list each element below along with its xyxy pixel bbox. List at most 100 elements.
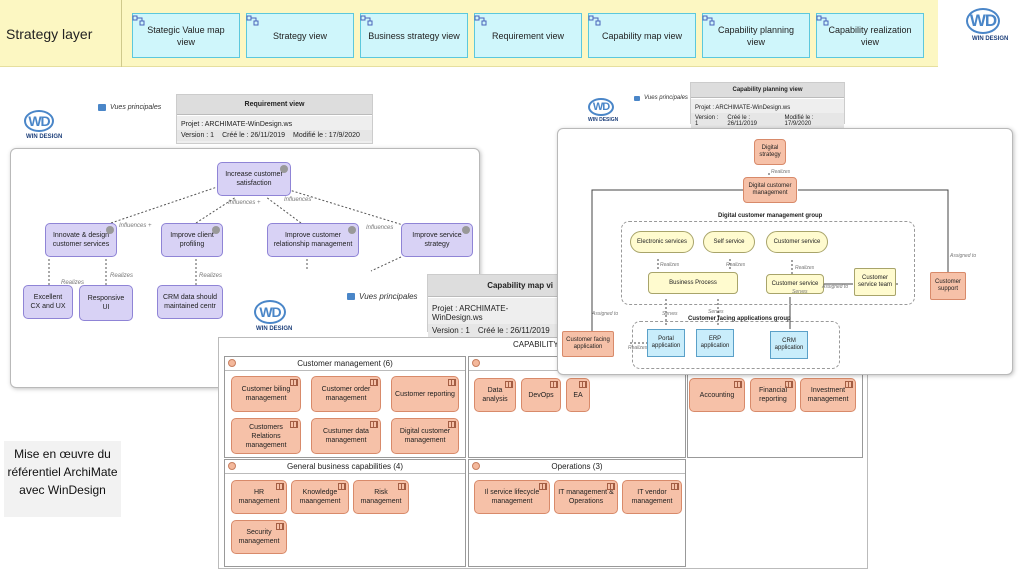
planning-view-panel: Digital strategy Digital customer manage… <box>557 128 1013 375</box>
group-title-text: Operations (3) <box>551 462 603 471</box>
capability-map-header: Capability map vi Projet : ARCHIMATE-Win… <box>427 274 558 337</box>
capability-item[interactable]: Digital customer management <box>391 418 459 454</box>
requirement-responsive-ui[interactable]: Responsive UI <box>79 285 133 321</box>
node-label: Responsive UI <box>87 295 125 311</box>
node-digital-customer-management[interactable]: Digital customer management <box>743 177 797 203</box>
service-customer[interactable]: Customer service <box>766 231 828 253</box>
requirement-profiling[interactable]: Improve client profiling <box>161 223 223 257</box>
capability-label: Il service lifecycle management <box>484 489 540 505</box>
created-date: Créé le : 26/11/2019 <box>727 115 757 127</box>
view-link-icon <box>474 15 487 26</box>
header-title: Requirement view <box>177 95 372 115</box>
capability-item[interactable]: Data analysis <box>474 378 516 412</box>
capability-item[interactable]: Financial reporting <box>750 378 796 412</box>
influences-label: Influences <box>366 225 394 231</box>
capability-icon <box>338 483 346 490</box>
view-icon <box>634 95 640 101</box>
logo-mark: WD <box>254 300 286 324</box>
node-label: Improve service strategy <box>412 232 462 248</box>
serves-label: Serves <box>792 289 808 295</box>
tab-capability-planning-view[interactable]: Capability planning view <box>702 13 810 58</box>
assigned-label: Assigned to <box>950 253 977 259</box>
capability-label: Accounting <box>699 391 735 399</box>
vues-principales-link[interactable]: Vues principales <box>634 95 688 101</box>
app-crm[interactable]: CRM application <box>770 331 808 359</box>
capability-item[interactable]: Customer order management <box>311 376 381 412</box>
capability-label: IT vendor management <box>631 489 673 505</box>
app-erp[interactable]: ERP application <box>696 329 734 357</box>
planning-connectors <box>591 173 949 344</box>
requirement-innovate[interactable]: Innovate & design customer services <box>45 223 117 257</box>
tab-capability-realization-view[interactable]: Capability realization view <box>816 13 924 58</box>
logo-text: WIN DESIGN <box>972 36 1009 42</box>
app-portal[interactable]: Portal application <box>647 329 685 357</box>
node-label: CRM data should maintained centr <box>162 294 218 310</box>
capability-item[interactable]: Accounting <box>689 378 745 412</box>
group-title: Digital customer management group <box>718 213 823 219</box>
vues-principales-link[interactable]: Vues principales <box>347 292 418 301</box>
capability-item[interactable]: Customers Relations management <box>231 418 301 454</box>
node-digital-strategy[interactable]: Digital strategy <box>754 139 786 165</box>
capability-item[interactable]: IT vendor management <box>622 480 682 514</box>
capability-item[interactable]: Knowledge maangement <box>291 480 349 514</box>
capability-item[interactable]: Investment management <box>800 378 856 412</box>
customer-facing-group <box>632 321 840 369</box>
requirement-crm-data[interactable]: CRM data should maintained centr <box>157 285 223 319</box>
business-process[interactable]: Business Process <box>648 272 738 294</box>
group-title: Customer management (6) <box>225 357 465 371</box>
group-title: General business capabilities (4) <box>225 460 465 474</box>
view-link-icon <box>360 15 373 26</box>
capability-item[interactable]: Security management <box>231 520 287 554</box>
capability-item[interactable]: Customer reporting <box>391 376 459 412</box>
view-link-icon <box>588 15 601 26</box>
requirement-excellent-cx[interactable]: Excellent CX and UX <box>23 285 73 319</box>
divider <box>121 0 122 67</box>
capability-icon <box>671 483 679 490</box>
tab-capability-map-view[interactable]: Capability map view <box>588 13 696 58</box>
vues-label: Vues principales <box>359 292 418 301</box>
influences-plus-label: Influences + <box>119 223 152 229</box>
tab-label: Stategic Value map view <box>147 24 225 47</box>
capability-item[interactable]: Custumer data management <box>311 418 381 454</box>
capability-icon <box>370 421 378 428</box>
requirement-increase-satisfaction[interactable]: Increase customer satisfaction <box>217 162 291 196</box>
capability-item[interactable]: Il service lifecycle management <box>474 480 550 514</box>
top-bar: Strategy layer Stategic Value map view S… <box>0 0 938 67</box>
assigned-label: Assigned to <box>592 311 619 317</box>
capability-icon <box>228 462 236 470</box>
capability-item[interactable]: EA <box>566 378 590 412</box>
actor-customer-support[interactable]: Customer support <box>930 272 966 300</box>
service-electronic[interactable]: Electronic services <box>630 231 694 253</box>
requirement-service-strategy[interactable]: Improve service strategy <box>401 223 473 257</box>
tab-requirement-view[interactable]: Requirement view <box>474 13 582 58</box>
process-customer-service[interactable]: Customer service <box>766 274 824 294</box>
capability-item[interactable]: IT management & Operations <box>554 480 618 514</box>
tab-strategic-value-map-view[interactable]: Stategic Value map view <box>132 13 240 58</box>
app-customer-facing[interactable]: Customer facing application <box>562 331 614 357</box>
service-self[interactable]: Self service <box>703 231 755 253</box>
node-label: Customer service team <box>857 275 892 288</box>
capability-item[interactable]: DevOps <box>521 378 561 412</box>
group-title-text: General business capabilities (4) <box>286 462 404 471</box>
capability-icon <box>448 379 456 386</box>
tab-business-strategy-view[interactable]: Business strategy view <box>360 13 468 58</box>
capability-item[interactable]: Customer biling management <box>231 376 301 412</box>
vues-principales-link[interactable]: Vues principales <box>98 104 161 111</box>
capability-label: Investment management <box>807 387 849 403</box>
actor-service-team[interactable]: Customer service team <box>854 268 896 296</box>
goal-icon <box>348 226 356 234</box>
capability-item[interactable]: HR management <box>231 480 287 514</box>
tab-label: Strategy view <box>272 30 328 41</box>
capability-item[interactable]: Risk management <box>353 480 409 514</box>
realizes-label: Realizes <box>110 273 134 279</box>
group-title: Operations (3) <box>469 460 685 474</box>
requirement-crm[interactable]: Improve customer relationship management <box>267 223 359 257</box>
tab-strategy-view[interactable]: Strategy view <box>246 13 354 58</box>
capability-icon <box>539 483 547 490</box>
capability-label: Data analysis <box>482 387 508 403</box>
influence-line <box>110 183 227 224</box>
serves-label: Serves <box>708 309 724 315</box>
